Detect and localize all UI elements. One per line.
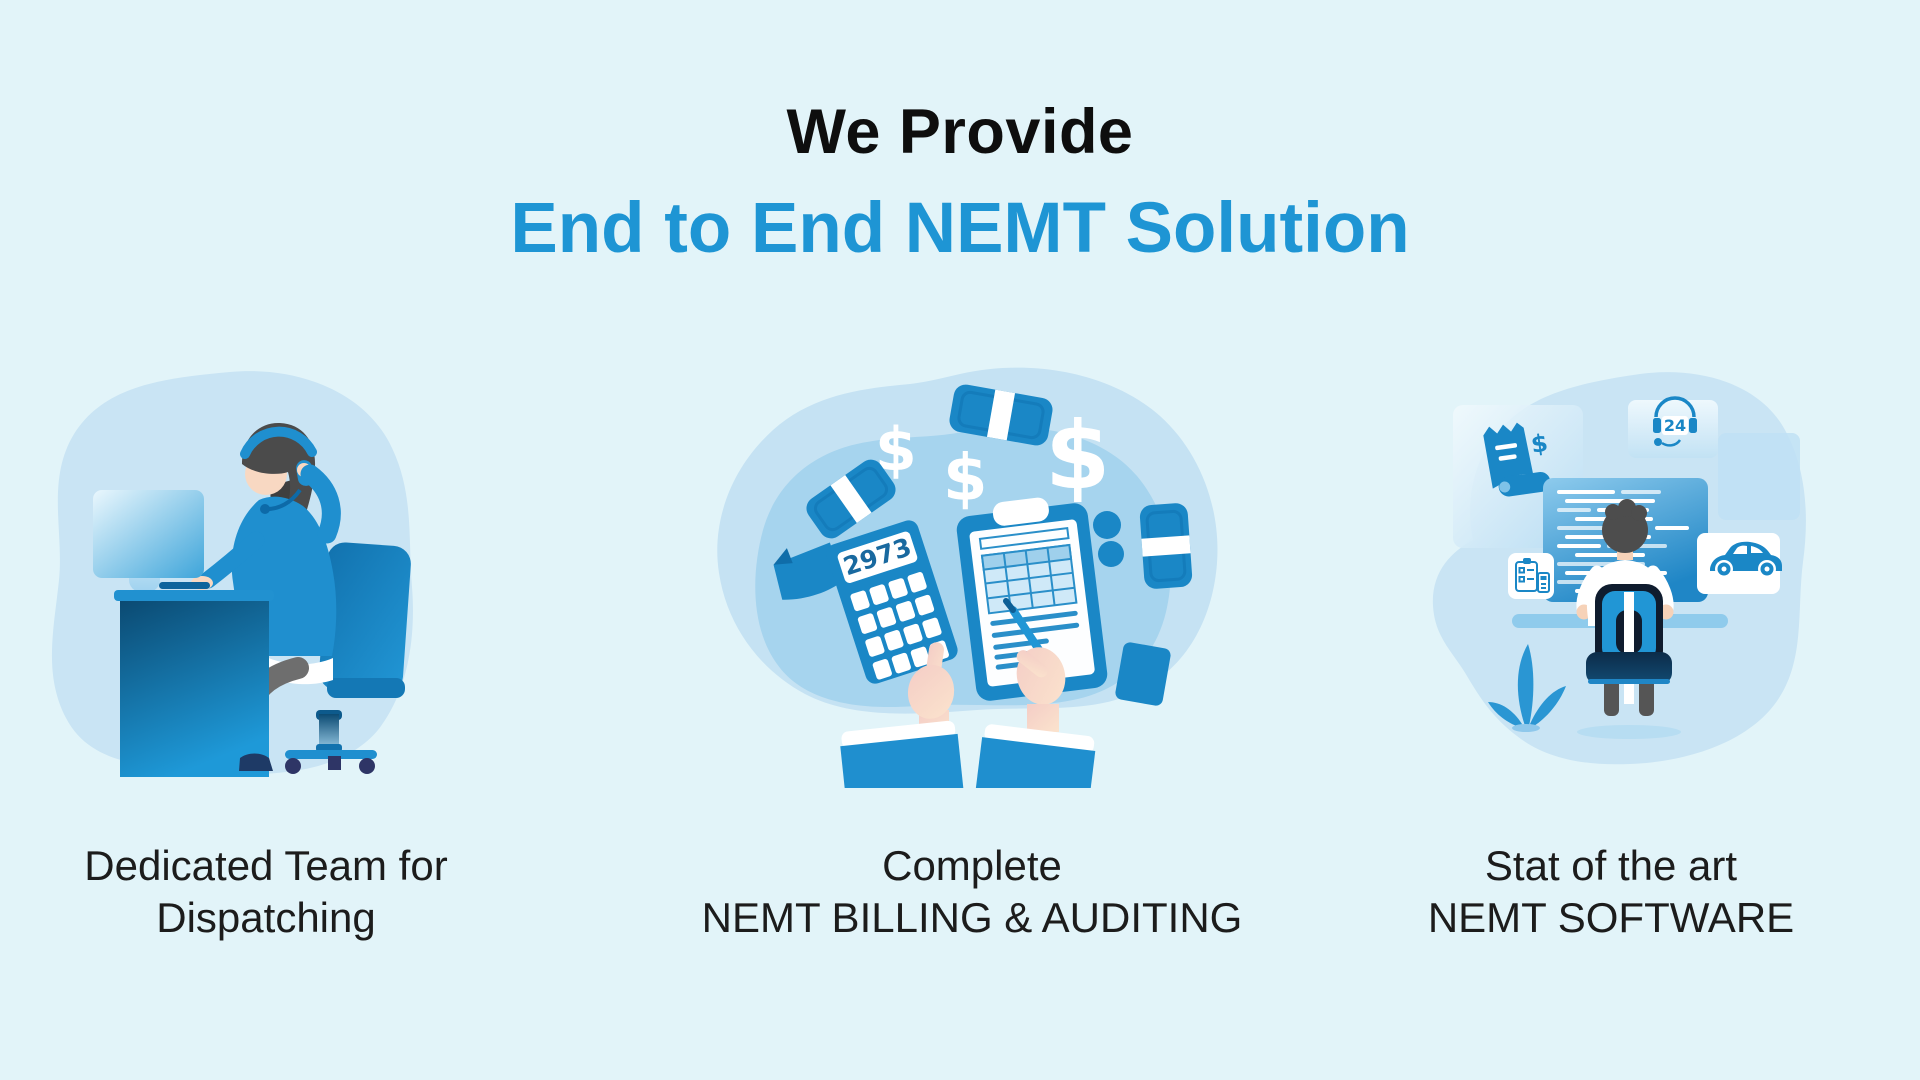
support-badge: 24: [1664, 416, 1686, 435]
side-screen: [1718, 433, 1800, 520]
software-illustration: $ 24: [1432, 372, 1806, 765]
caption-line: Dedicated Team for: [84, 842, 448, 889]
caption-line: Complete: [882, 842, 1062, 889]
chair-shadow: [1577, 725, 1681, 739]
section-subtitle: End to End NEMT Solution: [510, 189, 1410, 268]
keyboard: [159, 582, 210, 589]
monitor-icon: [93, 490, 204, 592]
caption-line: Stat of the art: [1484, 842, 1738, 889]
caption-software: Stat of the art NEMT SOFTWARE: [1361, 840, 1861, 944]
dot: [1098, 541, 1124, 567]
receipt-dollar-icon: $: [1483, 422, 1551, 497]
dollar-sign-icon: $: [1045, 402, 1110, 511]
mic-boom-icon: [266, 488, 302, 511]
shoe: [239, 753, 273, 771]
desk-chair: [1586, 584, 1672, 716]
caption-dispatching: Dedicated Team for Dispatching: [16, 840, 516, 944]
support-24-panel: 24: [1628, 396, 1718, 458]
caption-line: NEMT SOFTWARE: [1427, 894, 1795, 941]
headset-icon: [240, 426, 317, 459]
money-stack-icon: [806, 459, 896, 539]
billing-illustration: $ $ $ 2973: [717, 367, 1218, 788]
support-24-icon: 24: [1653, 396, 1697, 447]
calculator-icon: 2973: [826, 520, 958, 684]
office-chair: [285, 542, 411, 774]
clipboard-icon: [956, 497, 1108, 701]
dispatcher-illustration: [51, 371, 413, 777]
car-icon: [1710, 541, 1782, 578]
checklist-icon: [1515, 558, 1550, 593]
section-title: We Provide: [786, 97, 1134, 167]
checklist-panel: [1508, 553, 1554, 599]
desk: [114, 590, 274, 777]
svg-text:$: $: [1529, 429, 1549, 459]
dollar-sign-icon: $: [943, 442, 988, 516]
paper-note-icon: [773, 542, 844, 600]
money-stack-icon: [1139, 503, 1193, 589]
plant-icon: [1488, 644, 1566, 732]
caption-line: Dispatching: [156, 894, 376, 941]
writing-hand: [975, 598, 1096, 788]
pointing-hand: [840, 642, 965, 788]
flying-note-icon: [1115, 642, 1171, 706]
caption-billing: Complete NEMT BILLING & AUDITING: [672, 840, 1272, 944]
caption-line: NEMT BILLING & AUDITING: [701, 894, 1243, 941]
dot: [1093, 511, 1121, 539]
car-panel: [1697, 533, 1782, 594]
money-stack-icon: [949, 384, 1053, 446]
